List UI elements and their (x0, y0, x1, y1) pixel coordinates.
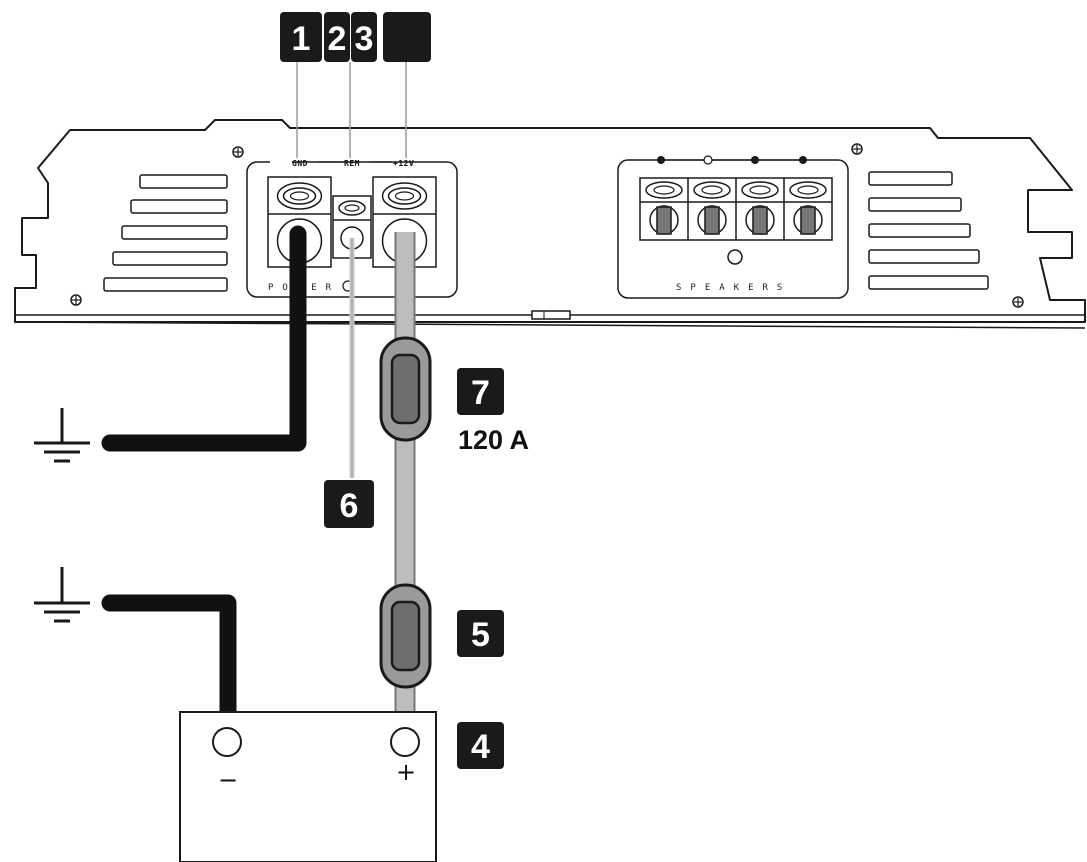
badge-1: 1 (280, 12, 322, 62)
badge-2-text: 2 (328, 20, 347, 58)
terminal-label-gnd: GND (292, 159, 308, 168)
badge-5-text: 5 (471, 616, 490, 654)
fuse-holder-amp (379, 336, 432, 442)
ground-symbol-icon (34, 408, 90, 463)
battery-negative-terminal (212, 727, 242, 757)
battery (179, 711, 437, 862)
badge-7: 7 (457, 368, 504, 415)
fuse-holder-battery (379, 583, 432, 689)
terminal-label-rem: REM (344, 159, 360, 168)
callout-leader-lines (296, 52, 407, 158)
ground-symbol-icon (34, 567, 90, 623)
badge-blank (383, 12, 431, 62)
badge-6-text: 6 (340, 487, 359, 525)
ground-cable-amp (101, 225, 307, 452)
screw-icon (70, 294, 82, 306)
terminal-label-12v: +12V (393, 159, 414, 168)
screw-icon (851, 143, 863, 155)
badge-6: 6 (324, 480, 374, 528)
battery-positive-terminal (390, 727, 420, 757)
badge-2: 2 (324, 12, 350, 62)
ground-cable-battery (101, 594, 237, 747)
speakers-panel-label: SPEAKERS (676, 283, 791, 293)
badge-1-text: 1 (292, 20, 311, 58)
battery-minus-label: − (218, 766, 238, 794)
badge-5: 5 (457, 610, 504, 657)
vent-slots-right (868, 171, 989, 290)
badge-4: 4 (457, 722, 504, 769)
badge-3-text: 3 (355, 20, 374, 58)
screw-icon (232, 146, 244, 158)
vent-slots-left (103, 174, 228, 292)
speakers-panel (617, 155, 849, 299)
badge-4-text: 4 (471, 728, 490, 766)
fuse-rating-label: 120 A (458, 425, 529, 455)
battery-plus-label: + (396, 758, 416, 786)
badge-3: 3 (351, 12, 377, 62)
screw-icon (1012, 296, 1024, 308)
badge-7-text: 7 (471, 374, 490, 412)
